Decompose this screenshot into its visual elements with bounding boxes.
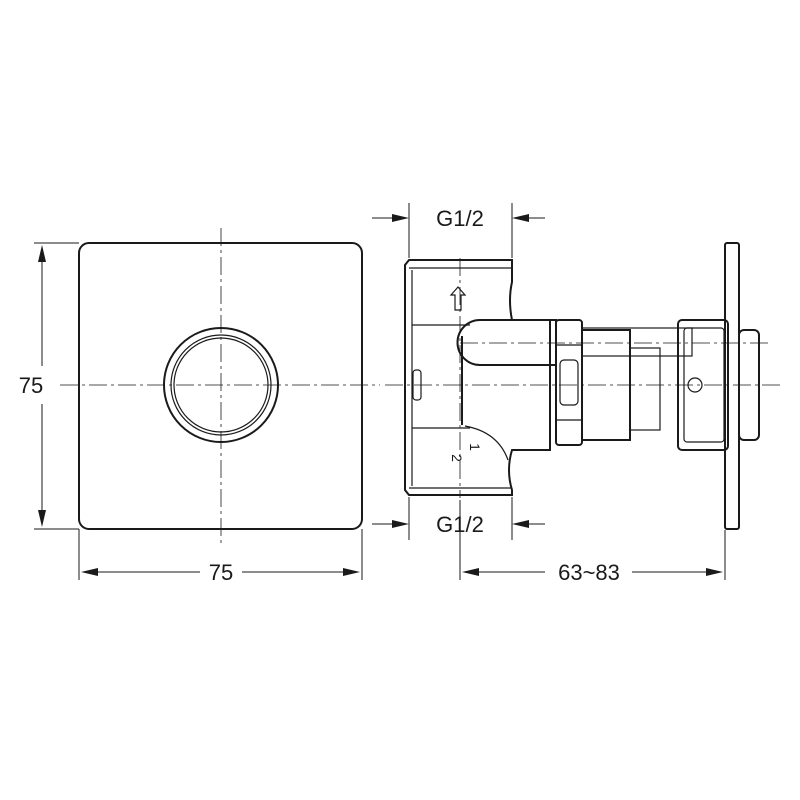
top-thread-label: G1/2 [436,206,484,231]
dimension-bottom-thread: G1/2 [372,497,545,540]
side-view: 1 2 [385,242,780,530]
stem-shaft [581,327,693,357]
plate-width-label: 75 [209,560,233,585]
bonnet [456,319,557,366]
dimension-top-thread: G1/2 [372,203,545,258]
flow-arrow-icon [449,286,467,311]
inner-label-den: 2 [449,454,465,462]
cover-plate [78,242,363,530]
plate-height-label: 75 [19,373,43,398]
depth-label: 63~83 [558,560,620,585]
valve-body [404,259,551,496]
inner-label-num: 1 [467,443,483,451]
dimension-plate-width: 75 [78,529,363,585]
dimension-plate-height: 75 [19,242,79,530]
dimension-depth: 63~83 [459,500,726,585]
front-view [60,228,380,545]
